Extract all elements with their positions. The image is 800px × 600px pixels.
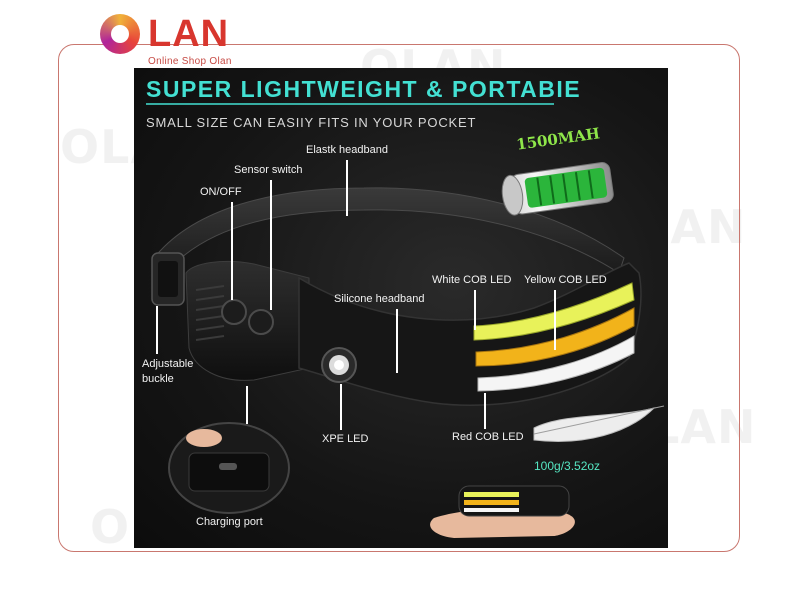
logo-ring-icon [100, 14, 140, 54]
label-yellow-cob: Yellow COB LED [524, 274, 607, 286]
headline: SUPER LIGHTWEIGHT & PORTABIE [146, 76, 582, 102]
callout-line [346, 160, 348, 216]
label-white-cob: White COB LED [432, 274, 512, 286]
subheadline: SMALL SIZE CAN EASIIY FITS IN YOUR POCKE… [146, 115, 477, 130]
headlamp-illustration [146, 103, 665, 538]
callout-line [396, 309, 398, 373]
label-on-off: ON/OFF [200, 186, 242, 198]
label-red-cob: Red COB LED [452, 431, 524, 443]
label-elastic-headband: Elastk headband [306, 144, 388, 156]
callout-line [484, 393, 486, 429]
brand-logo[interactable]: LAN Online Shop Olan [100, 10, 260, 76]
content-frame [58, 44, 740, 552]
callout-line [246, 386, 248, 424]
label-buckle: buckle [142, 373, 174, 385]
label-adjustable: Adjustable [142, 358, 194, 370]
label-xpe-led: XPE LED [322, 433, 369, 445]
weight-label: 100g/3.52oz [534, 459, 601, 473]
callout-line [474, 290, 476, 330]
callout-line [231, 202, 233, 300]
label-silicone-headband: Silicone headband [334, 293, 425, 305]
callout-line [270, 180, 272, 310]
callout-line [554, 290, 556, 350]
label-sensor-switch: Sensor switch [234, 164, 303, 176]
callout-line [156, 306, 158, 354]
product-image: SUPER LIGHTWEIGHT & PORTABIE SMALL SIZE … [134, 68, 668, 548]
label-charging-port: Charging port [196, 516, 263, 528]
logo-text: LAN [148, 13, 230, 55]
logo-tagline: Online Shop Olan [148, 56, 232, 67]
callout-line [340, 384, 342, 430]
